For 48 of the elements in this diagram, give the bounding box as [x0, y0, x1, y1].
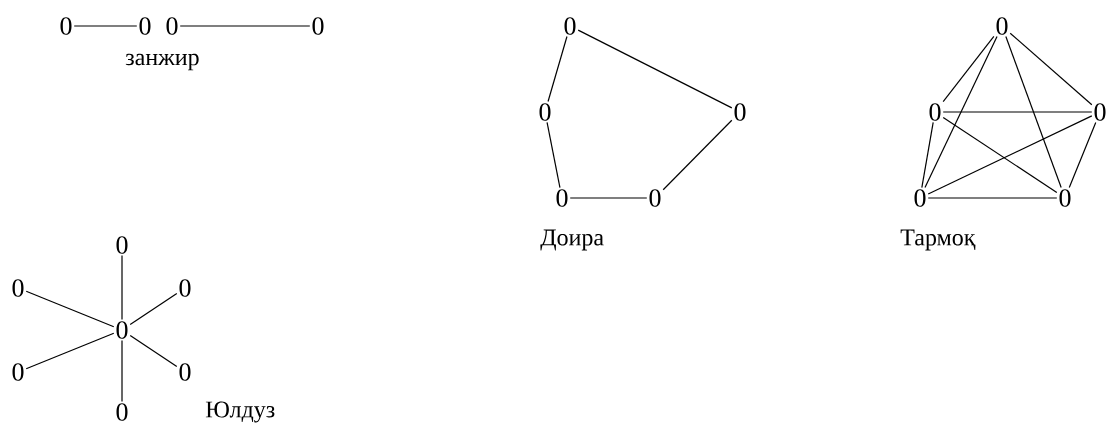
connector-line: [129, 292, 178, 326]
connector-line: [577, 29, 733, 109]
node-label: 0: [116, 403, 128, 421]
connector-line: [927, 115, 1093, 195]
node-label: 0: [179, 279, 191, 297]
node-label: 0: [996, 17, 1008, 35]
node-label: 0: [1094, 103, 1106, 121]
connector-line: [546, 121, 561, 189]
caption: Тармоқ: [900, 229, 976, 251]
node-label: 0: [649, 189, 661, 207]
connector-line: [129, 334, 178, 368]
connector-line: [942, 35, 995, 103]
connector-line: [942, 111, 1093, 113]
caption: занжир: [125, 53, 199, 71]
node-label: 0: [914, 189, 926, 207]
node-label: 0: [1059, 189, 1071, 207]
connector-line: [569, 197, 648, 199]
connector-line: [921, 121, 934, 189]
caption: Доира: [540, 229, 604, 251]
node-label: 0: [179, 363, 191, 381]
node-label: 0: [116, 321, 128, 339]
node-label: 0: [12, 363, 24, 381]
node-label: 0: [539, 103, 551, 121]
connector-line: [1068, 121, 1097, 189]
node-label: 0: [312, 17, 324, 35]
node-label: 0: [166, 17, 178, 35]
node-label: 0: [556, 189, 568, 207]
node-label: 0: [734, 103, 746, 121]
connector-line: [662, 119, 733, 191]
connector-line: [121, 339, 123, 403]
connector-line: [1009, 32, 1093, 106]
node-label: 0: [116, 236, 128, 254]
node-label: 0: [12, 279, 24, 297]
connector-line: [25, 332, 115, 370]
caption: Юлдуз: [205, 401, 275, 423]
connector-line: [179, 25, 311, 27]
node-label: 0: [564, 17, 576, 35]
connector-line: [547, 35, 568, 103]
node-label: 0: [139, 17, 151, 35]
connector-line: [121, 254, 123, 321]
node-label: 0: [60, 17, 72, 35]
connector-line: [942, 116, 1058, 194]
connector-line: [25, 290, 115, 328]
connector-line: [73, 25, 138, 27]
connector-line: [1005, 35, 1062, 189]
connector-line: [924, 35, 998, 189]
node-label: 0: [929, 103, 941, 121]
connector-line: [927, 197, 1058, 199]
